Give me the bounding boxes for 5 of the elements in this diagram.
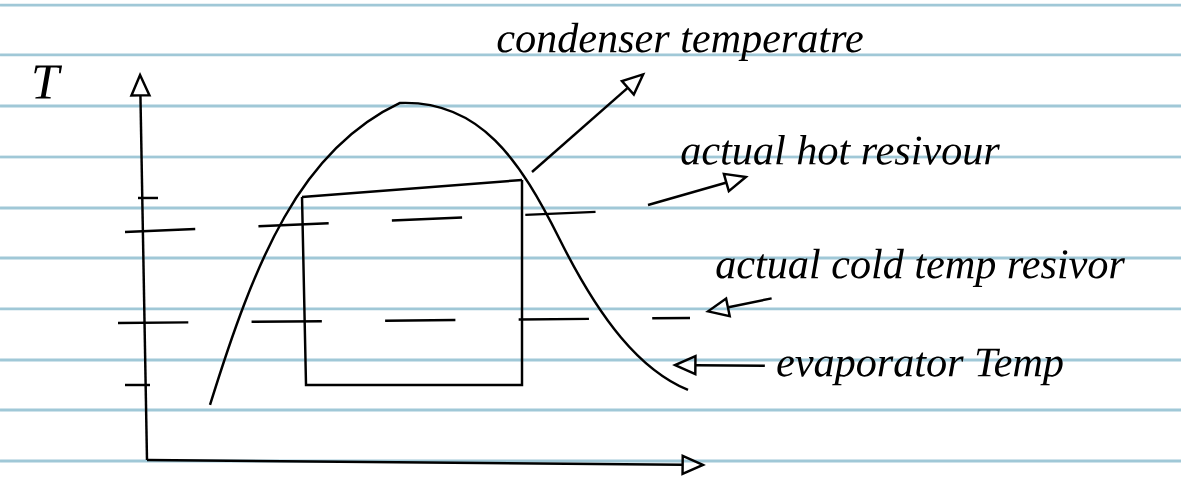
annotation-text: actual hot resivour: [681, 135, 1000, 165]
annotation-text: evaporator Temp: [777, 348, 1063, 386]
axis-label: T: [34, 65, 63, 99]
annotation-text: condenser temperatre: [497, 22, 863, 62]
annotation-text: actual cold temp resivor: [716, 248, 1125, 288]
